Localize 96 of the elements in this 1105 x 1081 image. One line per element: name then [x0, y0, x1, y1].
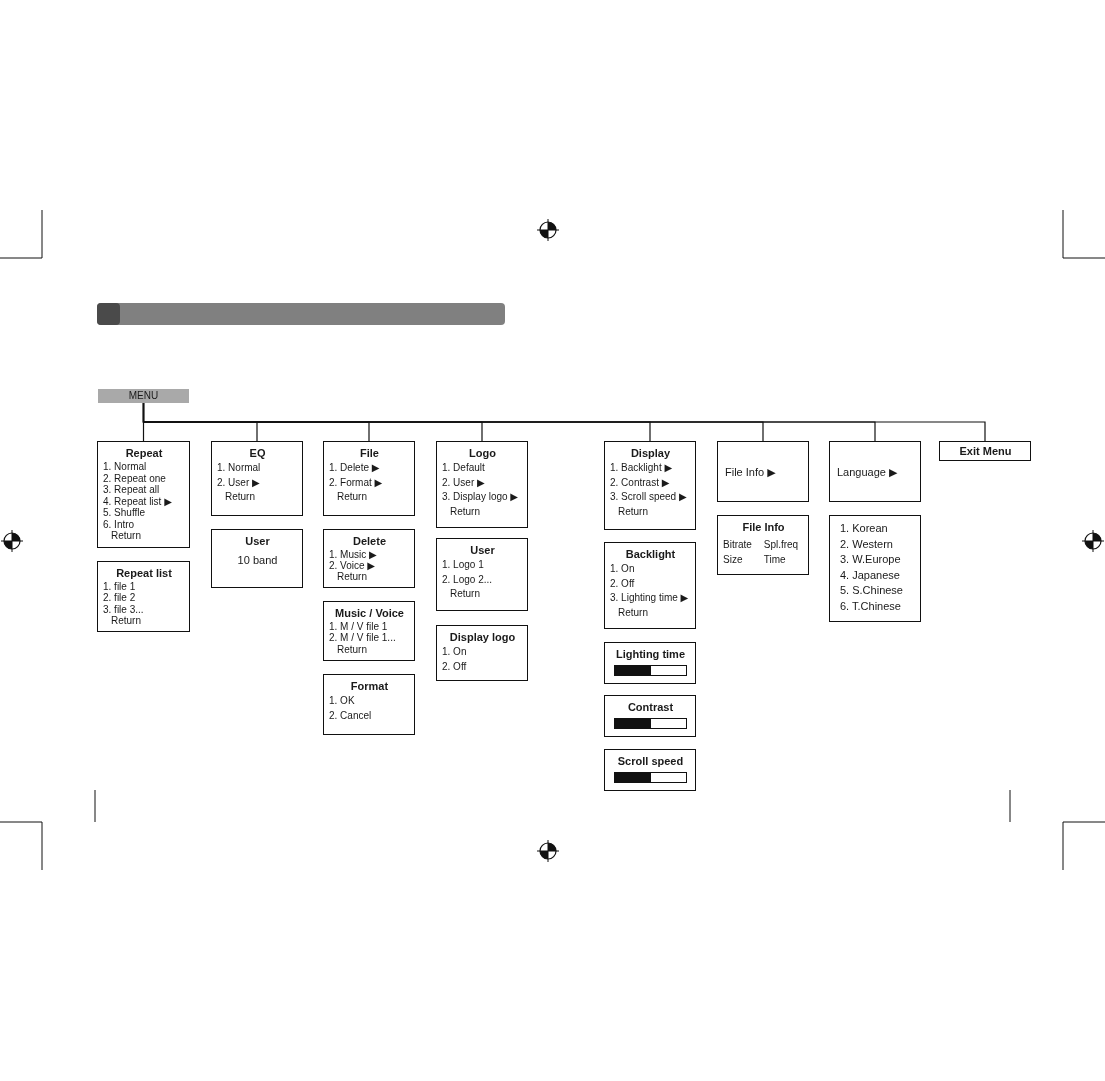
menu-item: Spl.freq: [763, 538, 800, 552]
menu-item: 2. M / V file 1...: [329, 632, 396, 644]
menu-item: 1. Delete ▶: [329, 461, 380, 475]
menu-box: [211, 441, 303, 516]
menu-box: [604, 542, 696, 629]
menu-label: MENU: [128, 389, 159, 403]
menu-item: 1. Music ▶: [329, 549, 377, 560]
menu-box: [829, 515, 921, 622]
menu-box: [323, 601, 415, 661]
menu-title: Repeat list: [116, 566, 172, 581]
menu-item: 10 band: [237, 553, 278, 568]
menu-item: Return: [617, 605, 648, 620]
menu-item: Time: [763, 553, 787, 567]
menu-item: 1. Korean: [840, 521, 888, 536]
menu-item: 2. file 2: [103, 592, 136, 604]
menu-item: Return: [224, 490, 255, 504]
menu-item: 4. Repeat list ▶: [103, 495, 172, 508]
menu-box: [436, 625, 528, 681]
menu-item: Return: [110, 530, 141, 543]
menu-item: 5. Shuffle: [103, 507, 146, 519]
menu-box: [323, 529, 415, 588]
menu-label: File Info ▶: [724, 464, 776, 479]
menu-item: 2. Off: [442, 659, 467, 674]
menu-item: 1. On: [610, 562, 635, 576]
menu-item: 2. Format ▶: [329, 475, 383, 490]
menu-title: Delete: [353, 534, 386, 549]
menu-title: Format: [350, 679, 389, 694]
menu-title: File: [360, 446, 379, 461]
menu-title: Music / Voice: [335, 606, 404, 621]
menu-item: 1. Logo 1: [442, 558, 484, 572]
menu-item: 3. Display logo ▶: [442, 490, 519, 504]
menu-item: 1. Normal: [217, 461, 261, 475]
menu-item: 2. Voice ▶: [329, 560, 376, 571]
menu-title: Logo: [469, 446, 496, 461]
menu-item: 2. Off: [610, 576, 635, 591]
menu-label: Exit Menu: [959, 444, 1012, 458]
menu-box: [939, 441, 1031, 461]
menu-item: 1. Backlight ▶: [610, 461, 673, 475]
menu-box: [323, 674, 415, 735]
menu-item: 2. Logo 2...: [442, 572, 493, 587]
menu-item: 2. Western: [840, 536, 893, 552]
menu-item: 1. Default: [442, 461, 485, 475]
menu-box: [436, 538, 528, 611]
menu-title: User: [470, 543, 495, 558]
menu-item: 1. Normal: [103, 461, 147, 473]
menu-title: File Info: [742, 520, 785, 535]
menu-title: Contrast: [627, 700, 674, 715]
menu-item: 2. Repeat one: [103, 472, 166, 485]
menu-box: [604, 695, 696, 737]
menu-title: Backlight: [625, 547, 676, 562]
menu-item: 1. file 1: [103, 581, 136, 593]
menu-box: [829, 441, 921, 502]
menu-title: Display: [630, 446, 671, 461]
menu-item: Return: [336, 490, 367, 504]
menu-bar: [98, 389, 189, 403]
menu-title: Scroll speed: [617, 754, 684, 769]
menu-item: Return: [449, 504, 480, 519]
menu-item: Return: [617, 504, 648, 519]
menu-item: 1. M / V file 1: [329, 621, 388, 633]
menu-box: [604, 642, 696, 684]
menu-title: Display logo: [449, 630, 516, 645]
menu-item: 2. User ▶: [217, 475, 260, 490]
menu-title: EQ: [249, 446, 266, 461]
menu-item: Bitrate: [723, 538, 753, 552]
menu-box: [717, 515, 809, 575]
menu-item: 6. T.Chinese: [840, 598, 901, 614]
menu-item: 4. Japanese: [840, 567, 900, 583]
menu-title: Repeat: [125, 446, 163, 461]
menu-item: 2. Cancel: [329, 708, 372, 723]
menu-item: 6. Intro: [103, 518, 135, 531]
menu-box: [97, 441, 190, 548]
menu-box: [604, 749, 696, 791]
menu-item: 3. Repeat all: [103, 484, 160, 496]
menu-item: Return: [110, 614, 141, 626]
menu-box: [323, 441, 415, 516]
menu-item: 1. OK: [329, 694, 355, 708]
menu-box: [604, 441, 696, 530]
menu-item: 3. W.Europe: [840, 552, 901, 567]
menu-item: 2. User ▶: [442, 475, 485, 490]
menu-label: Language ▶: [836, 464, 898, 479]
menu-item: 3. Lighting time ▶: [610, 591, 689, 605]
menu-item: 3. Scroll speed ▶: [610, 490, 687, 504]
menu-title: User: [245, 534, 270, 549]
menu-item: 1. On: [442, 645, 467, 659]
menu-item: 3. file 3...: [103, 603, 144, 615]
menu-box: [717, 441, 809, 502]
menu-item: Return: [336, 643, 367, 655]
menu-item: Return: [336, 571, 367, 582]
menu-item: 5. S.Chinese: [840, 583, 903, 598]
menu-item: Return: [449, 587, 480, 601]
menu-item: 2. Contrast ▶: [610, 475, 670, 490]
menu-box: [436, 441, 528, 528]
menu-item: Size: [723, 553, 744, 567]
menu-box: [211, 529, 303, 588]
menu-box: [97, 561, 190, 632]
menu-title: Lighting time: [615, 647, 685, 662]
